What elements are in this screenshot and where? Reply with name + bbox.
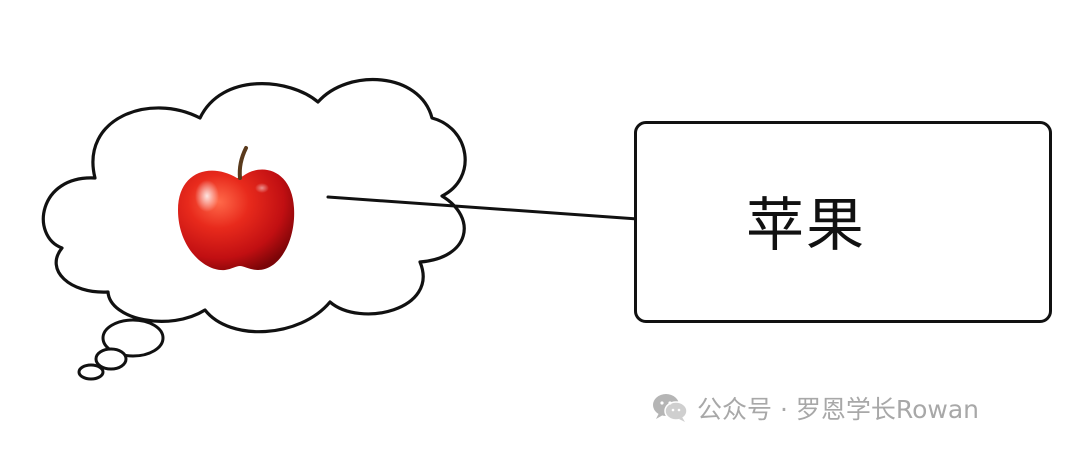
wechat-icon	[653, 394, 688, 422]
watermark: 公众号 · 罗恩学长Rowan	[651, 390, 979, 426]
thought-trail-bubble-small	[77, 363, 105, 381]
thought-trail-bubble-large	[101, 318, 165, 358]
thought-trail-bubble-medium	[94, 347, 128, 371]
word-label: 苹果	[746, 191, 867, 259]
word-box	[634, 121, 1052, 323]
watermark-text: 公众号 · 罗恩学长Rowan	[697, 395, 979, 424]
apple-icon	[178, 146, 295, 271]
